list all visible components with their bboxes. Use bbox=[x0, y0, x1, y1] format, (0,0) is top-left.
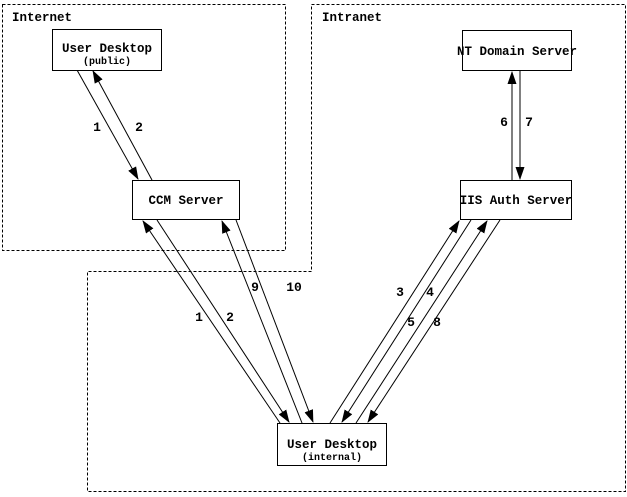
arrow-ccm-to-internal-desktop bbox=[156, 219, 290, 423]
arrow-ccm-to-internal-desktop-alt bbox=[235, 219, 314, 423]
node-user-desktop-public-title: User Desktop bbox=[62, 42, 152, 56]
node-user-desktop-internal-title: User Desktop bbox=[287, 438, 377, 452]
node-iis-auth-server: IIS Auth Server bbox=[460, 180, 573, 220]
node-ccm-server-box bbox=[132, 180, 240, 220]
intranet-zone-label: Intranet bbox=[322, 11, 382, 25]
arrow-label-internal-response: 2 bbox=[226, 310, 234, 325]
node-user-desktop-internal: User Desktop (internal) bbox=[277, 423, 387, 466]
node-nt-domain-server-title: NT Domain Server bbox=[457, 45, 577, 59]
node-iis-auth-server-box bbox=[460, 180, 572, 220]
node-nt-domain-server: NT Domain Server bbox=[457, 30, 577, 71]
arrow-label-internal-request: 1 bbox=[195, 310, 203, 325]
internet-zone-label: Internet bbox=[12, 11, 72, 25]
node-user-desktop-public-subtitle: (public) bbox=[83, 56, 131, 68]
arrow-label-internal-alt-response: 10 bbox=[286, 280, 302, 295]
arrow-label-iis-response: 4 bbox=[426, 285, 434, 300]
node-user-desktop-public: User Desktop (public) bbox=[52, 29, 162, 71]
arrow-label-iis-alt-request: 5 bbox=[407, 315, 415, 330]
node-user-desktop-internal-subtitle: (internal) bbox=[302, 452, 362, 464]
intranet-zone-border bbox=[87, 4, 626, 492]
arrow-label-internal-alt-request: 9 bbox=[251, 280, 259, 295]
node-ccm-server: CCM Server bbox=[132, 180, 240, 220]
arrow-iis-to-internal-desktop bbox=[341, 219, 472, 423]
node-user-desktop-internal-box bbox=[277, 423, 387, 466]
arrow-ccm-to-public-desktop bbox=[92, 70, 153, 181]
arrow-iis-to-internal-desktop-alt bbox=[367, 219, 501, 423]
arrow-label-public-request: 1 bbox=[93, 120, 101, 135]
node-iis-auth-server-title: IIS Auth Server bbox=[460, 194, 573, 208]
node-ccm-server-title: CCM Server bbox=[148, 194, 223, 208]
arrow-label-iis-request: 3 bbox=[396, 285, 404, 300]
node-user-desktop-public-box bbox=[52, 29, 162, 71]
arrow-label-public-response: 2 bbox=[135, 120, 143, 135]
arrow-internal-desktop-to-iis bbox=[329, 220, 460, 424]
arrow-internal-desktop-to-ccm-alt bbox=[221, 220, 303, 424]
arrow-label-nt-response: 7 bbox=[525, 115, 533, 130]
arrow-public-desktop-to-ccm bbox=[76, 69, 139, 180]
arrow-internal-desktop-to-ccm bbox=[142, 220, 281, 424]
node-nt-domain-server-box bbox=[462, 30, 572, 71]
arrow-label-nt-request: 6 bbox=[500, 115, 508, 130]
arrow-internal-desktop-to-iis-alt bbox=[355, 220, 488, 424]
internet-zone-border bbox=[2, 4, 286, 251]
arrow-label-iis-alt-response: 8 bbox=[433, 315, 441, 330]
